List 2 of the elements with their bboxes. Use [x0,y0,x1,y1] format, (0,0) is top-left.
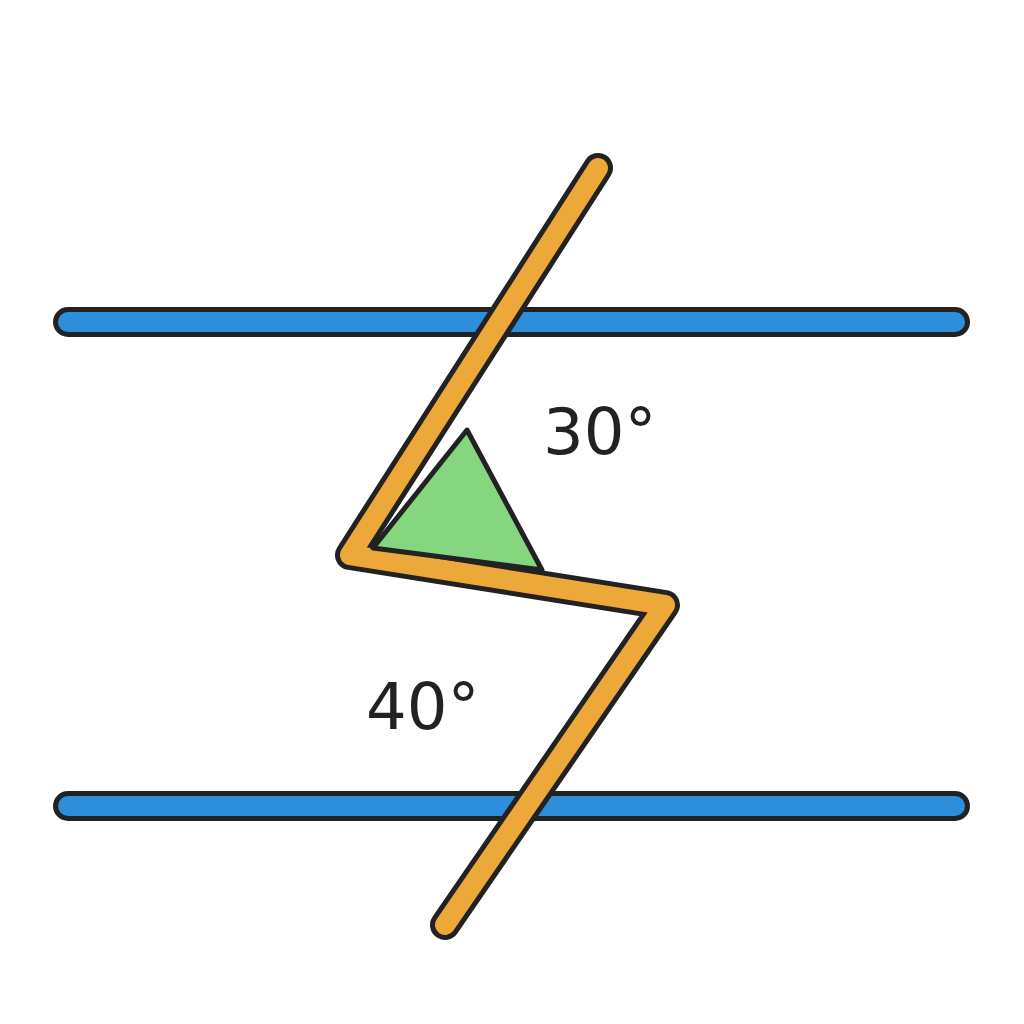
angle-label: 40° [366,675,480,739]
angle-label: 30° [543,400,657,464]
